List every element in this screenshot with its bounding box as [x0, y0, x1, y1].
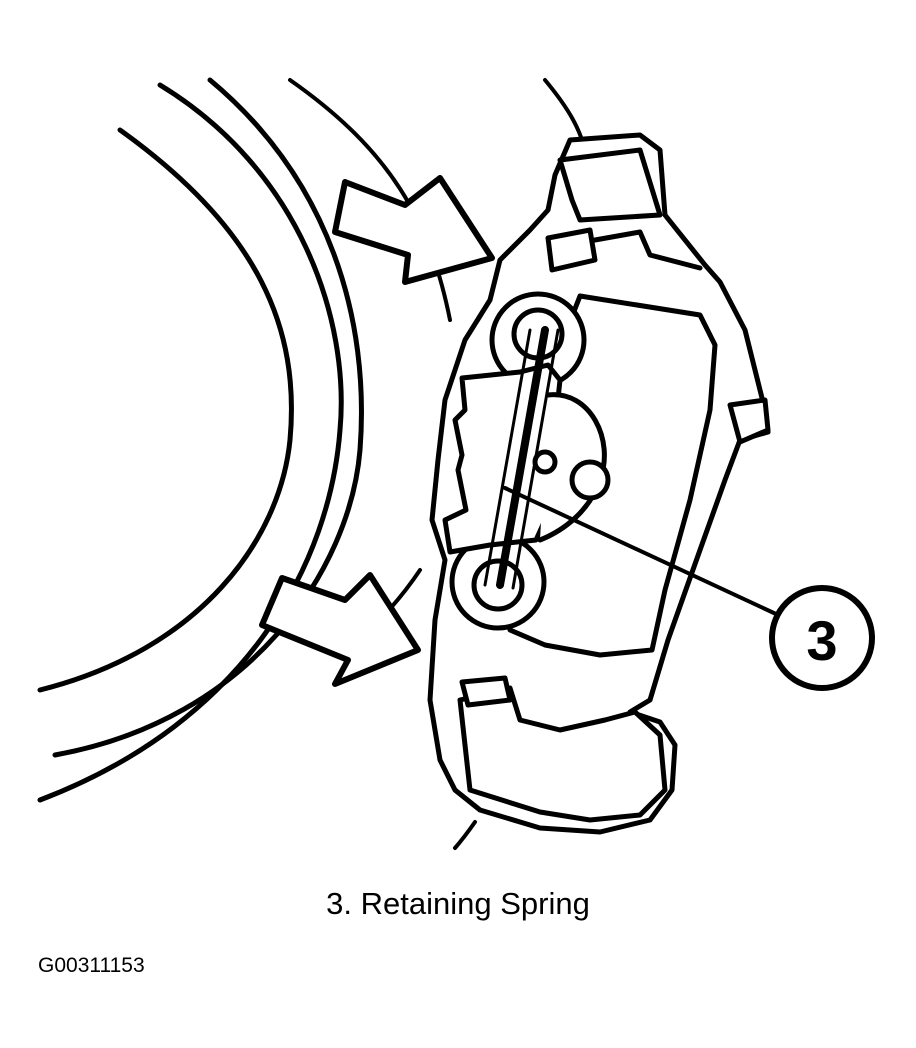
rotor-arc-right — [290, 80, 450, 320]
figure-caption: 3. Retaining Spring — [326, 886, 590, 921]
callout-3-circle — [772, 588, 872, 688]
retaining-spring — [445, 294, 608, 628]
figure-id: G00311153 — [38, 954, 145, 977]
arrows — [262, 178, 492, 684]
rotor-arc-middle — [55, 80, 361, 755]
rotor-arc-inner — [40, 130, 291, 690]
brake-pad-upper-ear — [560, 150, 660, 220]
callout-3-leader — [505, 488, 776, 614]
brake-pad-lower-tab — [462, 678, 510, 705]
rotor-arc-bottom — [455, 822, 475, 848]
brake-pad-upper-step — [595, 232, 700, 268]
spring-wire — [500, 330, 545, 585]
arrow-upper — [335, 178, 492, 282]
brake-pad-side-tab — [730, 400, 768, 442]
brake-pad-diagram: 3 — [0, 0, 916, 860]
callout-3: 3 — [772, 588, 872, 688]
rotor-arc-outer — [40, 85, 341, 800]
arrow-lower — [262, 575, 418, 684]
brake-pad-lower-ear — [460, 688, 665, 820]
brake-pad-upper-tab — [548, 230, 595, 270]
spring-rivet — [572, 462, 608, 498]
callout-3-number: 3 — [806, 609, 837, 672]
spring-rivet-small — [535, 452, 555, 472]
